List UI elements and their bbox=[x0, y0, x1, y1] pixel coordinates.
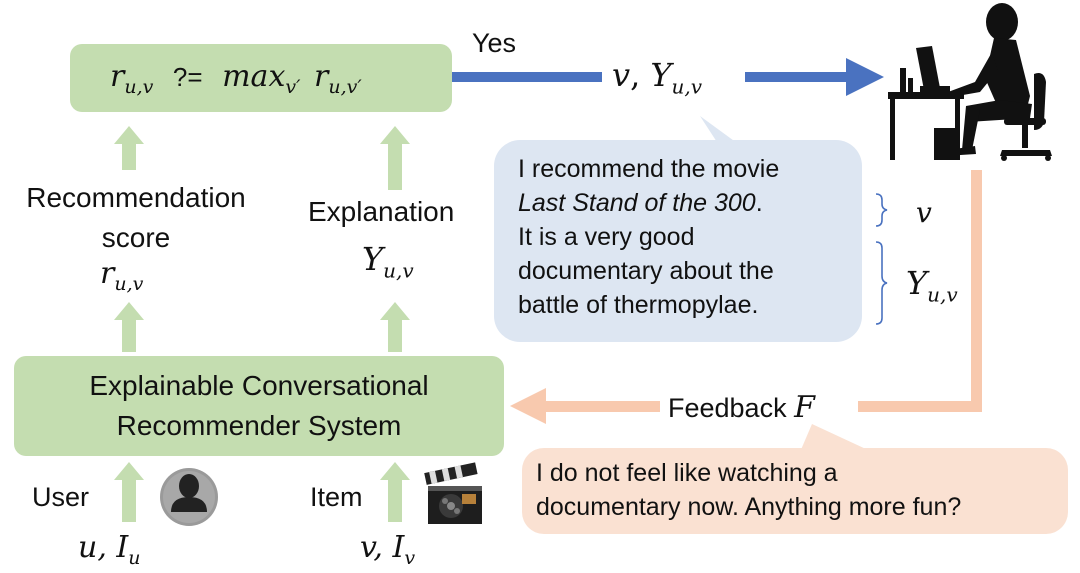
output-y: Y bbox=[650, 56, 672, 94]
formula-r-sub: u,v bbox=[124, 75, 154, 98]
feedback-arrow bbox=[510, 170, 982, 424]
item-symbol: v, bbox=[360, 530, 393, 565]
up-arrow-user bbox=[114, 462, 144, 522]
brace-label-v: v bbox=[916, 196, 932, 229]
explanation-symbol: Yu,v bbox=[362, 240, 414, 282]
brace-label-y-symbol: Y bbox=[906, 264, 928, 302]
up-arrow-score-bottom bbox=[114, 302, 144, 352]
formula-max: max bbox=[222, 58, 286, 94]
output-y-sub: u,v bbox=[671, 74, 703, 99]
system-box-line2: Recommender System bbox=[116, 410, 402, 441]
recommendation-score-line1: Recommendation bbox=[26, 182, 246, 213]
feedback-bubble-text: I do not feel like watching a documentar… bbox=[536, 456, 961, 524]
recommendation-score-line2: score bbox=[101, 222, 171, 253]
recommendation-line3: It is a very good bbox=[518, 223, 695, 251]
feedback-text: Feedback bbox=[668, 393, 795, 423]
user-input-symbol: u, Iu bbox=[78, 530, 141, 569]
output-v: v bbox=[612, 56, 631, 94]
recommendation-bubble: I recommend the movie Last Stand of the … bbox=[494, 140, 862, 342]
feedback-line2: documentary now. Anything more fun? bbox=[536, 493, 962, 521]
up-arrow-explanation-bottom bbox=[380, 302, 410, 352]
explanation-symbol-y: Y bbox=[362, 240, 384, 278]
explanation-symbol-sub: u,v bbox=[383, 258, 414, 283]
formula-max-sub: v′ bbox=[285, 75, 301, 98]
score-symbol-sub: u,v bbox=[114, 273, 144, 295]
feedback-label: Feedback F bbox=[668, 390, 815, 425]
formula-r: r bbox=[110, 58, 125, 94]
film-clapperboard-icon bbox=[424, 462, 482, 524]
brace-y bbox=[875, 241, 888, 325]
explanation-label: Explanation bbox=[308, 196, 455, 227]
recommendation-line1: I recommend the movie bbox=[518, 155, 780, 183]
user-label: User bbox=[32, 482, 90, 512]
decision-box: ru,v ?= maxv′ ru,v′ bbox=[70, 44, 452, 112]
recommendation-bubble-text: I recommend the movie Last Stand of the … bbox=[518, 152, 779, 322]
brace-label-y: Yu,v bbox=[906, 264, 958, 306]
feedback-bubble-tail bbox=[800, 424, 868, 452]
recommendation-line4: documentary about the bbox=[518, 257, 774, 285]
brace-label-y-sub: u,v bbox=[927, 282, 958, 307]
score-symbol-r: r bbox=[100, 256, 115, 291]
recommendation-line2: Last Stand of the 300. bbox=[518, 186, 779, 220]
recommendation-line5: battle of thermopylae. bbox=[518, 291, 759, 319]
recommendation-line2-end: . bbox=[755, 189, 763, 217]
yes-arrow bbox=[452, 58, 884, 96]
item-set-symbol: I bbox=[392, 530, 405, 565]
decision-formula: ru,v ?= maxv′ ru,v′ bbox=[110, 59, 362, 98]
item-label: Item bbox=[310, 482, 363, 512]
brace-v bbox=[875, 193, 888, 227]
recommendation-score-label: Recommendation score bbox=[10, 178, 262, 258]
recommendation-output: v, Yu,v bbox=[612, 56, 703, 99]
feedback-line1: I do not feel like watching a bbox=[536, 459, 838, 487]
system-box: Explainable Conversational Recommender S… bbox=[14, 356, 504, 456]
movie-title: Last Stand of the 300 bbox=[518, 189, 756, 217]
up-arrow-score-top bbox=[114, 126, 144, 170]
formula-r-prime: r bbox=[313, 58, 329, 94]
person-at-desk-icon bbox=[888, 3, 1052, 161]
feedback-bubble: I do not feel like watching a documentar… bbox=[522, 448, 1068, 534]
formula-r-prime-sub: u,v′ bbox=[328, 75, 362, 98]
score-symbol: ru,v bbox=[100, 256, 143, 295]
formula-operator: ?= bbox=[172, 61, 203, 92]
user-set-symbol: I bbox=[116, 530, 129, 565]
user-avatar-icon bbox=[160, 468, 218, 526]
item-set-sub: v bbox=[404, 547, 416, 569]
system-box-line1: Explainable Conversational bbox=[89, 370, 429, 401]
up-arrow-explanation-top bbox=[380, 126, 410, 190]
feedback-symbol: F bbox=[794, 390, 815, 425]
up-arrow-item bbox=[380, 462, 410, 522]
yes-label: Yes bbox=[472, 28, 517, 58]
user-set-sub: u bbox=[128, 547, 141, 569]
user-symbol: u, bbox=[78, 530, 117, 565]
item-input-symbol: v, Iv bbox=[360, 530, 415, 569]
